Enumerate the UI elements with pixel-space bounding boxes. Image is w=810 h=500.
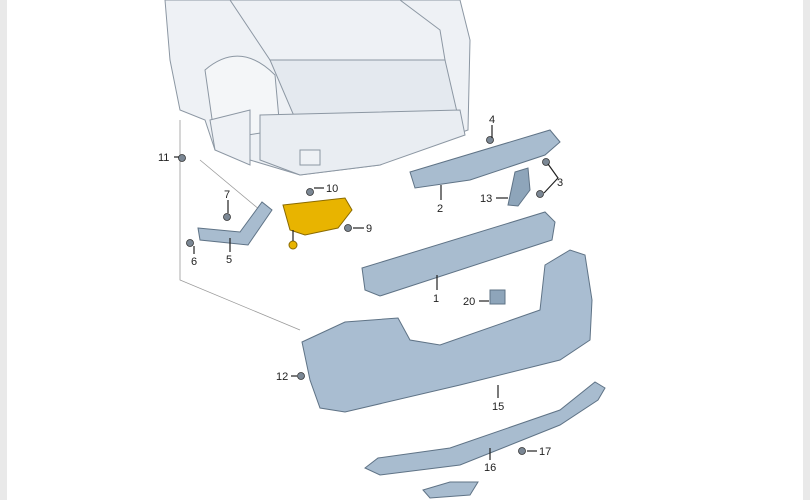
callout-13[interactable]: 13: [480, 193, 492, 205]
callout-11[interactable]: 11: [158, 152, 169, 164]
part-5-bracket[interactable]: [197, 201, 273, 246]
part-8-clip[interactable]: [288, 240, 298, 250]
callout-3[interactable]: 3: [557, 177, 563, 189]
callout-1[interactable]: 1: [433, 293, 439, 305]
callout-20[interactable]: 20: [463, 296, 475, 308]
part-2-rail[interactable]: [409, 129, 561, 189]
part-8-guide-highlighted[interactable]: [282, 197, 353, 236]
callout-17[interactable]: 17: [539, 446, 551, 458]
callout-15[interactable]: 15: [492, 401, 504, 413]
callout-7[interactable]: 7: [224, 189, 230, 201]
part-1-impact-beam[interactable]: [361, 211, 556, 297]
car-rear-body: [164, 0, 471, 331]
callout-12[interactable]: 12: [276, 371, 288, 383]
leader-lines: [174, 125, 559, 460]
left-border: [0, 0, 7, 500]
part-13-bracket[interactable]: [507, 167, 531, 207]
callout-16[interactable]: 16: [484, 462, 496, 474]
right-border: [803, 0, 810, 500]
callout-9[interactable]: 9: [366, 223, 372, 235]
callout-10[interactable]: 10: [326, 183, 338, 195]
part-bottom-trim[interactable]: [422, 481, 479, 499]
callout-4[interactable]: 4: [489, 114, 495, 126]
part-15-bumper-cover[interactable]: [301, 249, 593, 413]
callout-2[interactable]: 2: [437, 203, 443, 215]
part-16-diffuser[interactable]: [364, 381, 606, 476]
part-20-clip[interactable]: [489, 289, 506, 305]
callout-5[interactable]: 5: [226, 254, 232, 266]
callout-6[interactable]: 6: [191, 256, 197, 268]
fasteners: [178, 136, 550, 455]
